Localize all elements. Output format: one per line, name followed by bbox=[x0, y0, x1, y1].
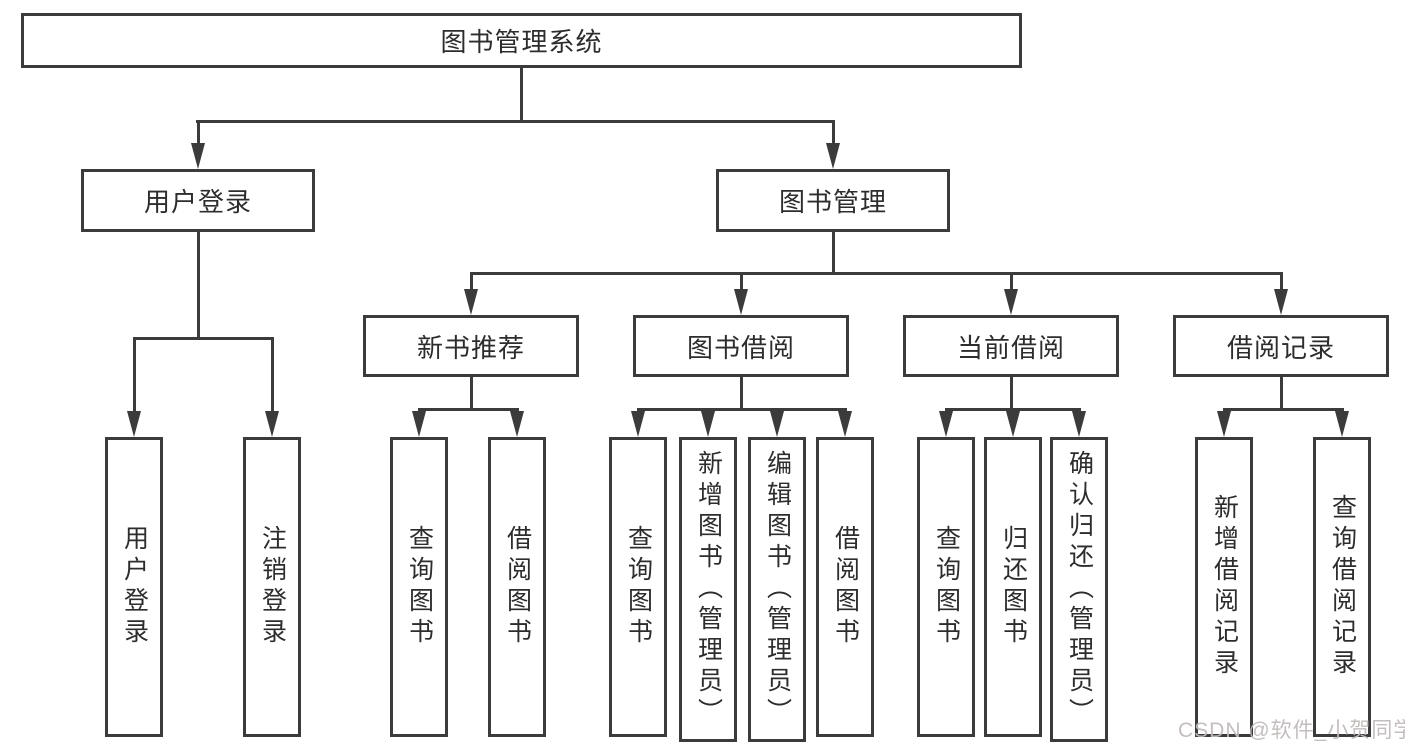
leaf-edit-books-admin: 编辑图书（管理员） bbox=[748, 437, 806, 742]
arrow-down-icon bbox=[770, 411, 784, 437]
connector-line bbox=[1010, 272, 1013, 292]
connector-line bbox=[945, 408, 1081, 411]
node-current-borrowing: 当前借阅 bbox=[903, 315, 1119, 377]
node-book-management: 图书管理 bbox=[716, 169, 950, 232]
leaf-borrow-books-recommend: 借阅图书 bbox=[488, 437, 546, 737]
arrow-down-icon bbox=[510, 411, 524, 437]
leaf-borrow-books-borrowing: 借阅图书 bbox=[816, 437, 874, 737]
connector-line bbox=[133, 337, 136, 413]
node-borrowing-records: 借阅记录 bbox=[1173, 315, 1389, 377]
connector-line bbox=[1010, 377, 1013, 408]
arrow-down-icon bbox=[701, 411, 715, 437]
connector-line bbox=[470, 377, 473, 408]
arrow-down-icon bbox=[127, 411, 141, 437]
connector-line bbox=[637, 408, 847, 411]
node-user-login: 用户登录 bbox=[81, 169, 315, 232]
connector-line bbox=[197, 232, 200, 337]
arrow-down-icon bbox=[1006, 411, 1020, 437]
leaf-logout-login: 注销登录 bbox=[243, 437, 301, 737]
leaf-query-books-current: 查询图书 bbox=[917, 437, 975, 737]
leaf-confirm-return-admin: 确认归还（管理员） bbox=[1050, 437, 1108, 742]
connector-line bbox=[1280, 377, 1283, 408]
watermark: CSDN @软件_小贺同学 bbox=[1178, 719, 1405, 742]
node-book-borrowing: 图书借阅 bbox=[633, 315, 849, 377]
arrow-down-icon bbox=[838, 411, 852, 437]
connector-line bbox=[832, 120, 835, 150]
connector-line bbox=[133, 337, 274, 340]
connector-line bbox=[196, 120, 834, 123]
connector-line bbox=[271, 337, 274, 413]
leaf-query-books-recommend: 查询图书 bbox=[390, 437, 448, 737]
leaf-return-books: 归还图书 bbox=[984, 437, 1042, 737]
arrow-down-icon bbox=[939, 411, 953, 437]
leaf-user-login: 用户登录 bbox=[105, 437, 163, 737]
connector-line bbox=[197, 120, 200, 150]
connector-line bbox=[470, 272, 1282, 275]
node-new-book-recommendation: 新书推荐 bbox=[363, 315, 579, 377]
arrow-down-icon bbox=[1274, 289, 1288, 315]
connector-line bbox=[520, 68, 523, 120]
arrow-down-icon bbox=[1072, 411, 1086, 437]
connector-line bbox=[418, 408, 519, 411]
leaf-add-borrow-record: 新增借阅记录 bbox=[1195, 437, 1253, 737]
leaf-query-borrow-record: 查询借阅记录 bbox=[1313, 437, 1371, 737]
node-library-management-system: 图书管理系统 bbox=[21, 13, 1022, 68]
arrow-down-icon bbox=[191, 143, 205, 169]
connector-line bbox=[1223, 408, 1344, 411]
arrow-down-icon bbox=[464, 289, 478, 315]
arrow-down-icon bbox=[265, 411, 279, 437]
arrow-down-icon bbox=[826, 143, 840, 169]
connector-line bbox=[740, 272, 743, 292]
arrow-down-icon bbox=[734, 289, 748, 315]
arrow-down-icon bbox=[1004, 289, 1018, 315]
connector-line bbox=[470, 272, 473, 292]
arrow-down-icon bbox=[1217, 411, 1231, 437]
connector-line bbox=[832, 232, 835, 272]
arrow-down-icon bbox=[412, 411, 426, 437]
arrow-down-icon bbox=[1335, 411, 1349, 437]
connector-line bbox=[1280, 272, 1283, 292]
leaf-add-books-admin: 新增图书（管理员） bbox=[679, 437, 737, 742]
arrow-down-icon bbox=[631, 411, 645, 437]
connector-line bbox=[740, 377, 743, 408]
leaf-query-books-borrowing: 查询图书 bbox=[609, 437, 667, 737]
